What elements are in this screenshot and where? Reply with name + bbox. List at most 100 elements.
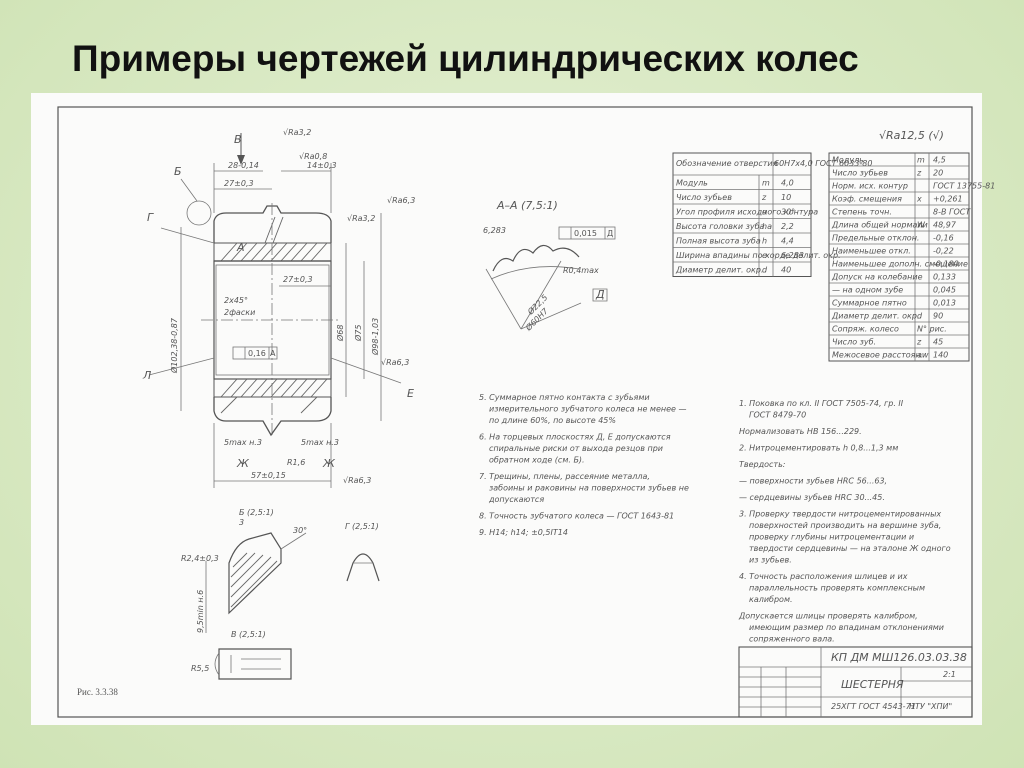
title-block	[738, 646, 973, 718]
roughness-r5: √Ra0,8	[299, 152, 327, 161]
gear-table-symbol: m	[917, 156, 925, 165]
tooth-table-param: Число зубьев	[676, 193, 732, 202]
tooth-table-param: Угол профиля исходного контура	[676, 208, 818, 217]
tooth-profile	[492, 244, 580, 272]
detail-b-dim3: 9,5min н.6	[196, 590, 205, 633]
dim-d6: 2фаски	[224, 308, 255, 317]
gear-table-value: 48,97	[933, 221, 957, 230]
note-left-item: 6. На торцевых плоскостях Д, Е допускают…	[479, 433, 671, 465]
note-right-item: 2. Нитроцементировать h 0,8...1,3 мм	[739, 444, 898, 453]
title-block-sheet: 2:1	[943, 670, 956, 679]
label-zh-2: Ж	[322, 457, 336, 470]
tooth-table-value: 40	[781, 266, 791, 275]
tooth-table-symbol: ha	[762, 222, 772, 231]
note-left-item: 7. Трещины, плены, рассеяние металла,заб…	[479, 472, 689, 504]
roughness-r4: √Ra6,3	[343, 476, 371, 485]
title-block-material: 25ХГТ ГОСТ 4543-71	[831, 702, 916, 711]
note-right-item: 3. Проверку твердости нитроцементированн…	[739, 510, 951, 565]
dim-d7: 57±0,15	[251, 471, 286, 480]
detail-v-title: В (2,5:1)	[231, 630, 266, 639]
label-zh-1: Ж	[236, 457, 250, 470]
gear-table-value: 20	[933, 169, 943, 178]
tooth-table-param: Диаметр делит. окр.	[675, 266, 763, 275]
figure-caption: Рис. 3.3.38	[77, 687, 118, 697]
gear-drawing: √Ra12,5 (√)	[57, 106, 995, 718]
dim-d11: Ø102,38-0,87	[169, 317, 179, 374]
tooth-table-symbol: α	[762, 208, 768, 217]
gear-table-value: 0,133	[933, 273, 956, 282]
gear-table-param: Суммарное пятно	[832, 299, 907, 308]
gear-section-view	[148, 133, 402, 488]
tooth-table-symbol: h	[762, 237, 767, 246]
gear-table-symbol: N° рис.	[917, 325, 947, 334]
gear-table-symbol: aw	[917, 351, 929, 360]
title-block-name: ШЕСТЕРНЯ	[841, 678, 904, 691]
detail-b-title: Б (2,5:1)	[239, 508, 274, 517]
note-left-item: 8. Точность зубчатого колеса — ГОСТ 1643…	[479, 512, 674, 521]
roughness-r2: √Ra6,3	[387, 196, 415, 205]
dim-d5: 2x45°	[224, 296, 248, 305]
tolerance-1-value: 0,16	[248, 349, 266, 358]
tooth-table-value: 10	[781, 193, 791, 202]
dim-d14: Ø98-1,03	[370, 318, 380, 356]
dim-d12: Ø68	[335, 325, 345, 342]
top-hatching	[220, 216, 328, 262]
detail-g-title: Г (2,5:1)	[345, 522, 379, 531]
detail-view-g	[346, 553, 380, 582]
tooth-table-value: 30°	[781, 208, 795, 217]
gear-table-param: Предельные отклон.	[832, 234, 919, 243]
tolerance-1-label: А	[270, 349, 276, 358]
note-right-item: Допускается шлицы проверять калибром,име…	[738, 612, 944, 644]
label-l: Л	[142, 369, 151, 382]
label-b: Б	[174, 165, 182, 178]
tooth-table-symbol: z	[761, 193, 767, 202]
gear-table-param: Диаметр делит. окр.	[831, 312, 919, 321]
gear-table-value: 0,045	[933, 286, 956, 295]
label-g: Г	[147, 211, 154, 224]
section-aa-title: А–А (7,5:1)	[496, 199, 558, 212]
gear-table-value: 8-В ГОСТ	[933, 208, 971, 217]
bottom-hatching	[220, 378, 328, 414]
roughness-r3: √Ra6,3	[381, 358, 409, 367]
gear-table-param: Модуль	[832, 156, 864, 165]
gear-table-param: Сопряж. колесо	[832, 325, 899, 334]
gear-table-value: -0,16	[933, 234, 954, 243]
tooth-table-param: Модуль	[676, 179, 708, 188]
detail-b-dim2: R2,4±0,3	[181, 554, 219, 563]
tooth-table-value: 4,0	[781, 179, 794, 188]
gear-table-param: — на одном зубе	[832, 286, 903, 295]
gear-table-value: 140	[933, 351, 948, 360]
note-right-item: Твердость:	[739, 460, 786, 469]
section-aa-view	[485, 226, 616, 330]
gear-table-value: 90	[933, 312, 943, 321]
note-right-item: Нормализовать НВ 156...229.	[739, 427, 862, 436]
gear-table-symbol: W	[917, 221, 926, 230]
slide-title: Примеры чертежей цилиндрических колес	[72, 38, 859, 79]
label-v: В	[234, 133, 242, 146]
dim-d1: 28-0,14	[228, 161, 259, 170]
gear-table-symbol: d	[917, 312, 923, 321]
tolerance-2-value: 0,015	[574, 229, 597, 238]
gear-table-value: +0,261	[933, 195, 963, 204]
gear-table-value: -0,22	[933, 247, 954, 256]
tolerance-2-label: Д	[607, 229, 613, 238]
dim-d4: 27±0,3	[283, 275, 313, 284]
dim-d2: 14±0,3	[307, 161, 337, 170]
gear-table-value: 0,013	[933, 299, 956, 308]
drawing-frame	[57, 106, 973, 718]
tooth-table-header-2: 60Н7х4,0 ГОСТ 6033-80	[774, 159, 872, 168]
title-block-code: КП ДМ МШ126.03.03.38	[831, 651, 967, 664]
tolerance-frame-1	[232, 346, 278, 360]
dim-d9: 5max н.3	[301, 438, 339, 447]
note-left-item: 9. Н14; h14; ±0,5IT14	[479, 528, 568, 537]
roughness-general: √Ra12,5 (√)	[879, 129, 944, 142]
tolerance-frame-2	[558, 226, 616, 240]
dim-d10: R1,6	[287, 458, 305, 467]
gear-table-symbol: z	[916, 169, 922, 178]
note-right-item: — сердцевины зубьев HRC 30...45.	[739, 493, 885, 502]
gear-table-param: Коэф. смещения	[832, 195, 902, 204]
